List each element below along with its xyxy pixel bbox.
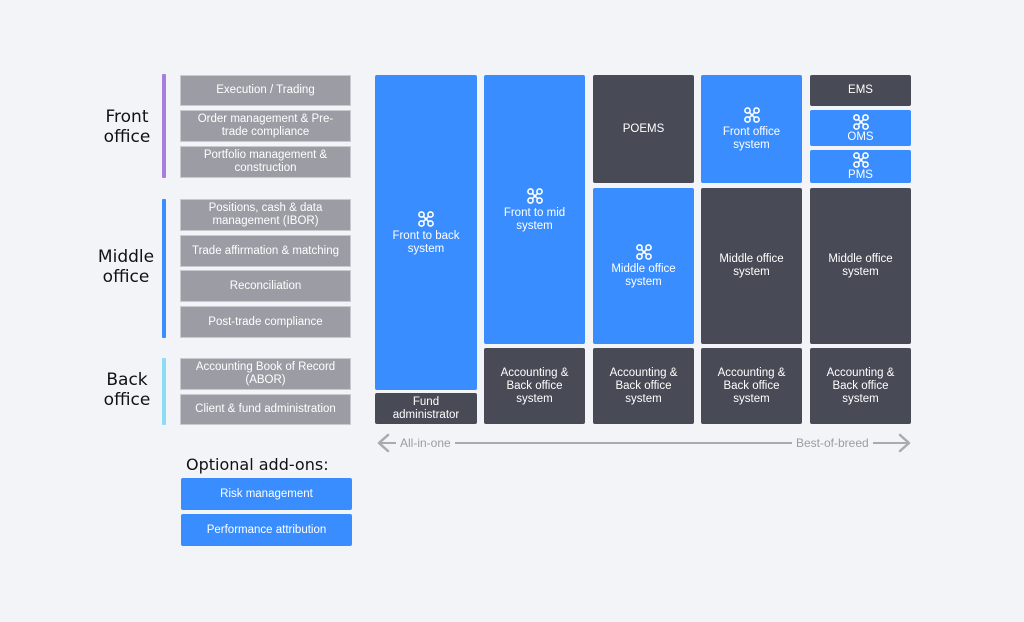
addon-performance-attribution: Performance attribution [181,514,352,546]
ems-block: EMS [810,75,911,106]
front-office-label: Front office [103,107,151,147]
ems-label: EMS [848,84,873,96]
addon-risk-management: Risk management [181,478,352,510]
back-office-label: Back office [103,370,151,410]
col4-accounting-label: Accounting & Back office system [717,366,786,405]
col2-accounting-label: Accounting & Back office system [500,366,569,405]
col5-accounting-block: Accounting & Back office system [810,348,911,424]
best-of-breed-label: Best-of-breed [792,436,873,450]
front-to-back-system-block: Front to back system [375,75,477,390]
fund-administrator-label: Fund administrator [392,395,460,421]
col4-middle-office-label: Middle office system [719,253,784,278]
pms-label: PMS [848,169,873,181]
function-trade-affirmation: Trade affirmation & matching [180,235,351,267]
front-to-back-system-label: Front to back system [392,229,460,255]
function-portfolio-management: Portfolio management & construction [180,146,351,178]
addons-title: Optional add-ons: [186,455,329,474]
col3-middle-office-block: Middle office system [593,188,694,344]
poems-block: POEMS [593,75,694,183]
fund-administrator-block: Fund administrator [375,393,477,424]
col5-accounting-label: Accounting & Back office system [826,366,895,405]
col3-accounting-label: Accounting & Back office system [609,366,678,405]
col3-middle-office-label: Middle office system [611,263,676,288]
network-nodes-icon [418,210,434,227]
function-abor: Accounting Book of Record (ABOR) [180,358,351,390]
col4-middle-office-block: Middle office system [701,188,802,344]
network-nodes-icon [635,244,652,260]
function-positions-cash-data: Positions, cash & data management (IBOR) [180,199,351,231]
all-in-one-label: All-in-one [396,436,455,450]
front-to-mid-system-block: Front to mid system [484,75,585,344]
col2-accounting-block: Accounting & Back office system [484,348,585,424]
function-order-management: Order management & Pre-trade compliance [180,110,351,142]
front-office-system-block: Front office system [701,75,802,183]
col3-accounting-block: Accounting & Back office system [593,348,694,424]
oms-label: OMS [847,130,874,143]
col4-accounting-block: Accounting & Back office system [701,348,802,424]
back-office-bar [162,358,166,425]
middle-office-label: Middle office [97,247,155,287]
col5-middle-office-block: Middle office system [810,188,911,344]
function-client-fund-admin: Client & fund administration [180,394,351,425]
function-post-trade-compliance: Post-trade compliance [180,306,351,338]
oms-block: OMS [810,110,911,146]
front-office-system-label: Front office system [722,126,781,151]
poems-label: POEMS [622,122,665,135]
function-reconciliation: Reconciliation [180,270,351,302]
network-nodes-icon [743,107,760,123]
middle-office-bar [162,199,166,338]
network-nodes-icon [526,187,543,204]
function-execution-trading: Execution / Trading [180,75,351,106]
network-nodes-icon [852,113,869,130]
pms-block: PMS [810,150,911,183]
network-nodes-icon [852,152,869,168]
col5-middle-office-label: Middle office system [828,253,893,278]
front-office-bar [162,74,166,178]
front-to-mid-system-label: Front to mid system [503,206,566,232]
